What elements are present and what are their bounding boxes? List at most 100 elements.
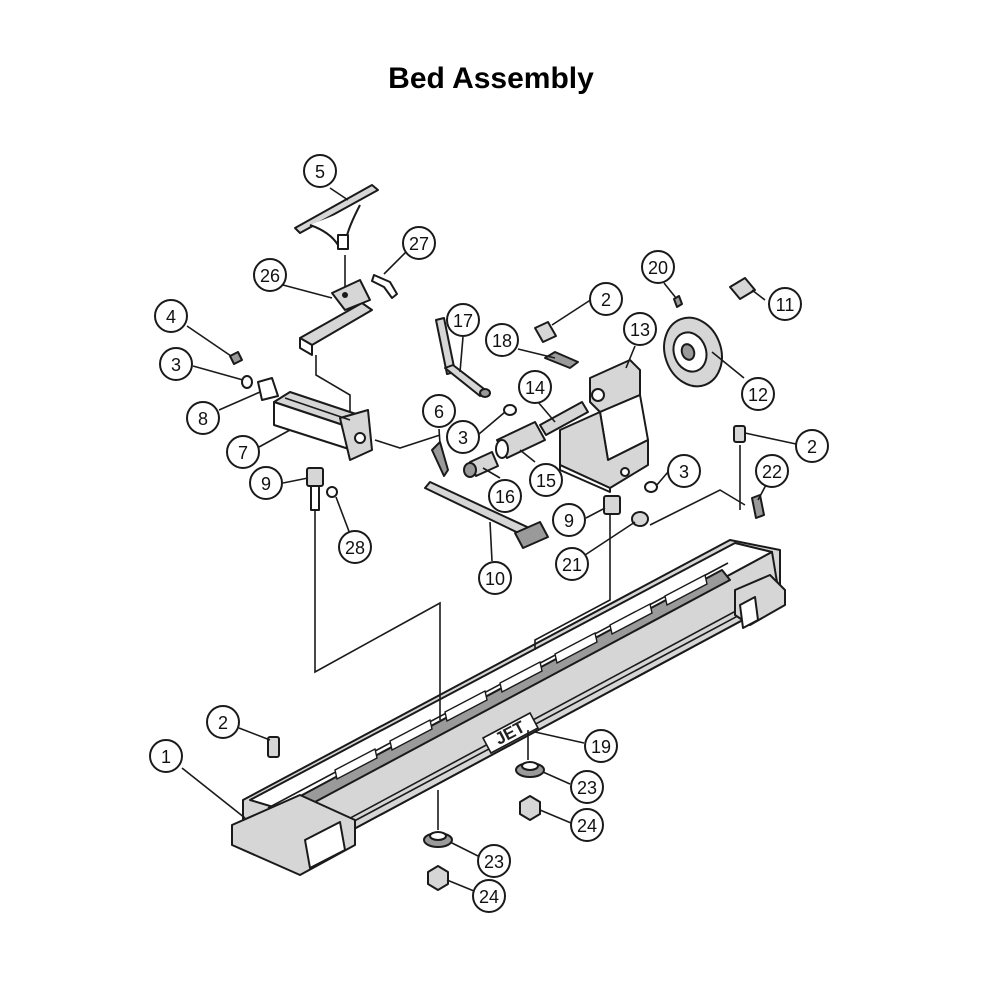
nut-24-right <box>519 795 541 821</box>
callout-19: 19 <box>584 729 618 763</box>
svg-text:10: 10 <box>485 569 505 589</box>
svg-text:1: 1 <box>161 747 171 767</box>
part-2-setscrew-top <box>534 321 557 343</box>
svg-text:20: 20 <box>648 258 668 278</box>
live-center-16 <box>463 451 499 478</box>
banjo <box>273 391 373 461</box>
part-3-washer-right <box>644 481 658 493</box>
callout-10: 10 <box>478 561 512 595</box>
callout-27: 27 <box>402 226 436 260</box>
part-2-setscrew-right <box>733 425 746 443</box>
callout-1: 1 <box>149 739 183 773</box>
part-8-plate <box>257 377 279 401</box>
part-20-screw <box>673 295 683 308</box>
assembly-lines <box>314 255 746 830</box>
part-28-washer <box>326 486 338 498</box>
svg-text:2: 2 <box>601 290 611 310</box>
callout-3b: 3 <box>446 420 480 454</box>
svg-text:8: 8 <box>198 409 208 429</box>
shaft <box>424 481 549 549</box>
callout-23a: 23 <box>477 844 511 878</box>
callout-2b: 2 <box>589 282 623 316</box>
svg-text:3: 3 <box>458 428 468 448</box>
svg-text:24: 24 <box>577 816 597 836</box>
svg-text:18: 18 <box>492 331 512 351</box>
page-title: Bed Assembly <box>388 62 594 95</box>
callout-26: 26 <box>253 258 287 292</box>
svg-text:19: 19 <box>591 737 611 757</box>
callout-2a: 2 <box>206 705 240 739</box>
leader-lines <box>181 187 797 892</box>
svg-text:27: 27 <box>409 234 429 254</box>
callout-23b: 23 <box>570 770 604 804</box>
callout-16: 16 <box>488 479 522 513</box>
callout-6: 6 <box>422 394 456 428</box>
callout-28: 28 <box>338 530 372 564</box>
svg-text:24: 24 <box>479 887 499 907</box>
nut-24-left <box>427 865 449 891</box>
callout-8: 8 <box>186 401 220 435</box>
tool-rest <box>294 184 379 250</box>
quill-15 <box>495 421 546 459</box>
foot-23-left <box>423 831 453 848</box>
callout-4: 4 <box>154 299 188 333</box>
svg-text:21: 21 <box>562 555 582 575</box>
svg-text:23: 23 <box>577 778 597 798</box>
callout-11: 11 <box>768 287 802 321</box>
callout-2c: 2 <box>795 429 829 463</box>
svg-text:23: 23 <box>484 852 504 872</box>
svg-text:9: 9 <box>564 511 574 531</box>
knob-11 <box>729 277 756 300</box>
svg-text:3: 3 <box>679 462 689 482</box>
part-3-washer-mid <box>503 404 517 416</box>
part-4-screw <box>229 351 243 365</box>
callout-9a: 9 <box>249 466 283 500</box>
svg-text:3: 3 <box>171 355 181 375</box>
callout-22: 22 <box>755 454 789 488</box>
spindle-14 <box>539 401 589 436</box>
callout-17: 17 <box>446 303 480 337</box>
callout-3c: 3 <box>667 454 701 488</box>
svg-text:4: 4 <box>166 307 176 327</box>
part-9-clamp-bolt-left <box>306 467 324 511</box>
svg-text:15: 15 <box>536 471 556 491</box>
callout-3a: 3 <box>159 347 193 381</box>
callout-9b: 9 <box>552 503 586 537</box>
svg-text:12: 12 <box>748 385 768 405</box>
callout-24a: 24 <box>472 879 506 913</box>
callout-24b: 24 <box>570 808 604 842</box>
callout-21: 21 <box>555 547 589 581</box>
svg-text:14: 14 <box>525 378 545 398</box>
svg-text:13: 13 <box>630 320 650 340</box>
svg-text:28: 28 <box>345 538 365 558</box>
callout-12: 12 <box>741 377 775 411</box>
svg-text:22: 22 <box>762 462 782 482</box>
tool-rest-base <box>299 279 373 356</box>
part-9-clamp-bolt-right <box>603 495 621 515</box>
svg-text:5: 5 <box>315 162 325 182</box>
part-2-setscrew-bed <box>267 736 280 758</box>
handwheel <box>663 316 723 388</box>
lock-handle-27 <box>371 274 398 299</box>
callout-18: 18 <box>485 323 519 357</box>
foot-23-right <box>515 761 545 778</box>
callout-13: 13 <box>623 312 657 346</box>
svg-text:17: 17 <box>453 311 473 331</box>
part-21-nut <box>631 511 649 527</box>
callout-15: 15 <box>529 463 563 497</box>
svg-text:16: 16 <box>495 487 515 507</box>
callout-5: 5 <box>303 154 337 188</box>
svg-text:11: 11 <box>776 295 795 315</box>
callout-14: 14 <box>518 370 552 404</box>
cam-handle <box>431 441 449 477</box>
svg-text:26: 26 <box>260 266 280 286</box>
svg-text:9: 9 <box>261 474 271 494</box>
svg-text:2: 2 <box>807 437 817 457</box>
part-3-washer-left <box>241 375 253 389</box>
pin-22 <box>751 494 765 519</box>
callout-7: 7 <box>226 435 260 469</box>
callout-20: 20 <box>641 250 675 284</box>
lock-handle-18 <box>544 351 579 369</box>
svg-text:2: 2 <box>218 713 228 733</box>
